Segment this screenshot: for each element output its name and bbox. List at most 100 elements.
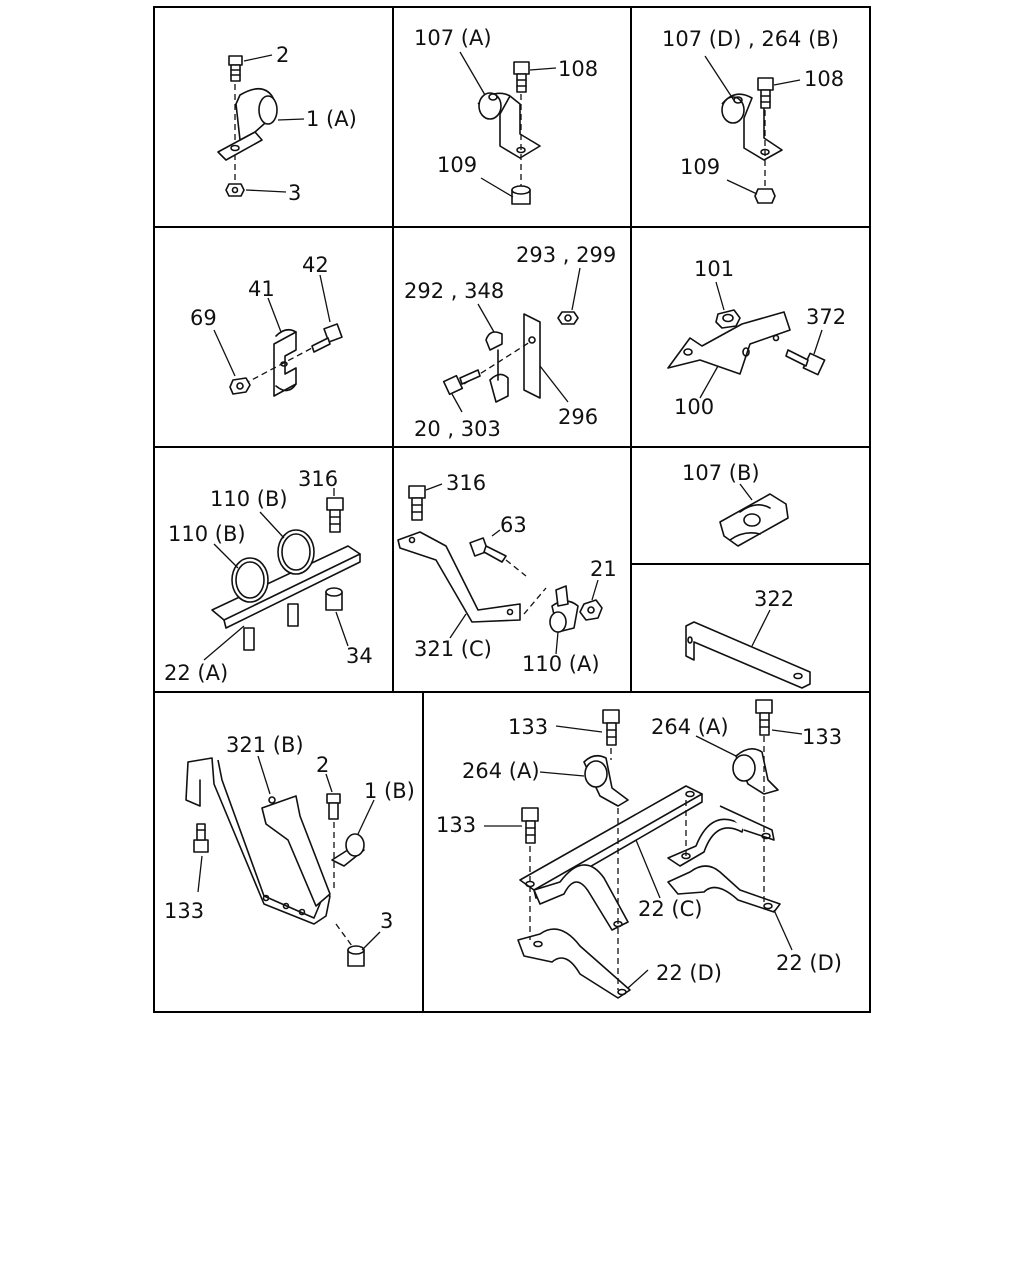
- clamp-264a-right: [732, 748, 779, 795]
- bolt-316-left: [326, 497, 344, 533]
- label-108: 108: [558, 57, 598, 81]
- nut-109: [511, 185, 531, 205]
- plate-296: [523, 313, 541, 399]
- label-3-lower: 3: [380, 909, 393, 933]
- label-110b-upper: 110 (B): [210, 487, 288, 511]
- label-3: 3: [288, 181, 301, 205]
- bolt-63: [469, 537, 507, 563]
- bolt-20: [442, 369, 481, 396]
- bracket-321b: [185, 757, 331, 925]
- nut-3-lower: [347, 945, 365, 967]
- clamp-22d-upper-right: [667, 805, 775, 867]
- band-110b-right: [277, 529, 315, 575]
- clamp-110a: [549, 585, 579, 633]
- label-42: 42: [302, 253, 329, 277]
- clamp-22d-lower-left: [517, 928, 631, 999]
- bolt-133-left: [193, 823, 209, 853]
- outer-frame: [153, 6, 871, 1013]
- label-133-right: 133: [802, 725, 842, 749]
- clamp-1b: [331, 833, 365, 867]
- panel-bracket-22a: 316 110 (B) 110 (B) 22 (A) 34: [164, 467, 373, 685]
- label-22a: 22 (A): [164, 661, 228, 685]
- panel-clip-292: 293 , 299 292 , 348 20 , 303 296: [404, 243, 616, 441]
- bolt-2-lower: [326, 793, 341, 820]
- nut-101: [715, 309, 741, 329]
- bolt-2: [228, 55, 243, 82]
- panel-bracket-41: 42 41 69: [190, 253, 343, 397]
- panel-bracket-100: 101 372 100: [667, 257, 846, 419]
- label-69: 69: [190, 306, 217, 330]
- label-321b: 321 (B): [226, 733, 304, 757]
- clamp-107d: [721, 93, 783, 161]
- nut-109-right: [754, 188, 776, 204]
- label-133-top: 133: [508, 715, 548, 739]
- label-109-right: 109: [680, 155, 720, 179]
- label-2: 2: [276, 43, 289, 67]
- label-21: 21: [590, 557, 617, 581]
- label-2-lower: 2: [316, 753, 329, 777]
- nut-3: [225, 183, 245, 197]
- panel-clamp-107d: 107 (D) , 264 (B) 108 109: [662, 27, 844, 204]
- label-107b: 107 (B): [682, 461, 760, 485]
- label-264a-top: 264 (A): [651, 715, 729, 739]
- label-292-348: 292 , 348: [404, 279, 504, 303]
- label-322: 322: [754, 587, 794, 611]
- bolt-133-right: [755, 699, 773, 736]
- panel-bracket-322: 322: [685, 587, 811, 689]
- panel-clip-107b: 107 (B): [682, 461, 789, 547]
- panel-bracket-22c: 133 264 (A) 133 264 (A) 133 22 (C) 22 (D…: [436, 699, 842, 999]
- label-110a: 110 (A): [522, 652, 600, 676]
- diagram-grid: [153, 6, 871, 1013]
- bracket-41: [273, 328, 297, 397]
- panel-bracket-321b: 321 (B) 2 1 (B) 133 3: [164, 733, 415, 967]
- label-107a: 107 (A): [414, 26, 492, 50]
- label-372: 372: [806, 305, 846, 329]
- band-110b-left: [231, 557, 269, 603]
- label-1a: 1 (A): [306, 107, 357, 131]
- label-133-mid: 133: [436, 813, 476, 837]
- clip-107b: [719, 493, 789, 547]
- studs-22a: [243, 603, 299, 651]
- bolt-133-top: [602, 709, 620, 746]
- nut-69: [229, 377, 251, 395]
- bolt-108: [513, 61, 530, 93]
- label-296: 296: [558, 405, 598, 429]
- bracket-321c: [397, 531, 521, 623]
- label-109: 109: [437, 153, 477, 177]
- label-63: 63: [500, 513, 527, 537]
- label-22c: 22 (C): [638, 897, 702, 921]
- label-22d-right: 22 (D): [776, 951, 842, 975]
- clamp-107a: [477, 92, 541, 159]
- label-101: 101: [694, 257, 734, 281]
- label-107d-264b: 107 (D) , 264 (B): [662, 27, 839, 51]
- bracket-322: [685, 621, 811, 689]
- label-316-mid: 316: [446, 471, 486, 495]
- label-316: 316: [298, 467, 338, 491]
- label-108-right: 108: [804, 67, 844, 91]
- bolt-316-mid: [408, 485, 426, 521]
- clamp-1a: [217, 87, 278, 161]
- label-264a-left: 264 (A): [462, 759, 540, 783]
- bracket-100: [667, 311, 791, 375]
- label-133-left: 133: [164, 899, 204, 923]
- clamp-22d-lower-right: [667, 865, 781, 913]
- bolt-42: [311, 323, 343, 353]
- bolt-108-right: [757, 77, 774, 109]
- nut-21: [579, 599, 603, 621]
- label-321c: 321 (C): [414, 637, 492, 661]
- label-20-303: 20 , 303: [414, 417, 501, 441]
- label-100: 100: [674, 395, 714, 419]
- label-41: 41: [248, 277, 275, 301]
- nut-293: [557, 311, 579, 325]
- panel-bracket-321c: 316 63 21 321 (C) 110 (A): [397, 471, 617, 676]
- label-1b: 1 (B): [364, 779, 415, 803]
- panel-clamp-1a: 2 1 (A) 3: [217, 43, 357, 205]
- bolt-133-mid: [521, 807, 539, 844]
- spacer-34: [325, 587, 343, 611]
- panel-clamp-107a: 107 (A) 108 109: [414, 26, 598, 205]
- label-34: 34: [346, 644, 373, 668]
- clip-292: [485, 331, 509, 403]
- label-22d-mid: 22 (D): [656, 961, 722, 985]
- label-110b-lower: 110 (B): [168, 522, 246, 546]
